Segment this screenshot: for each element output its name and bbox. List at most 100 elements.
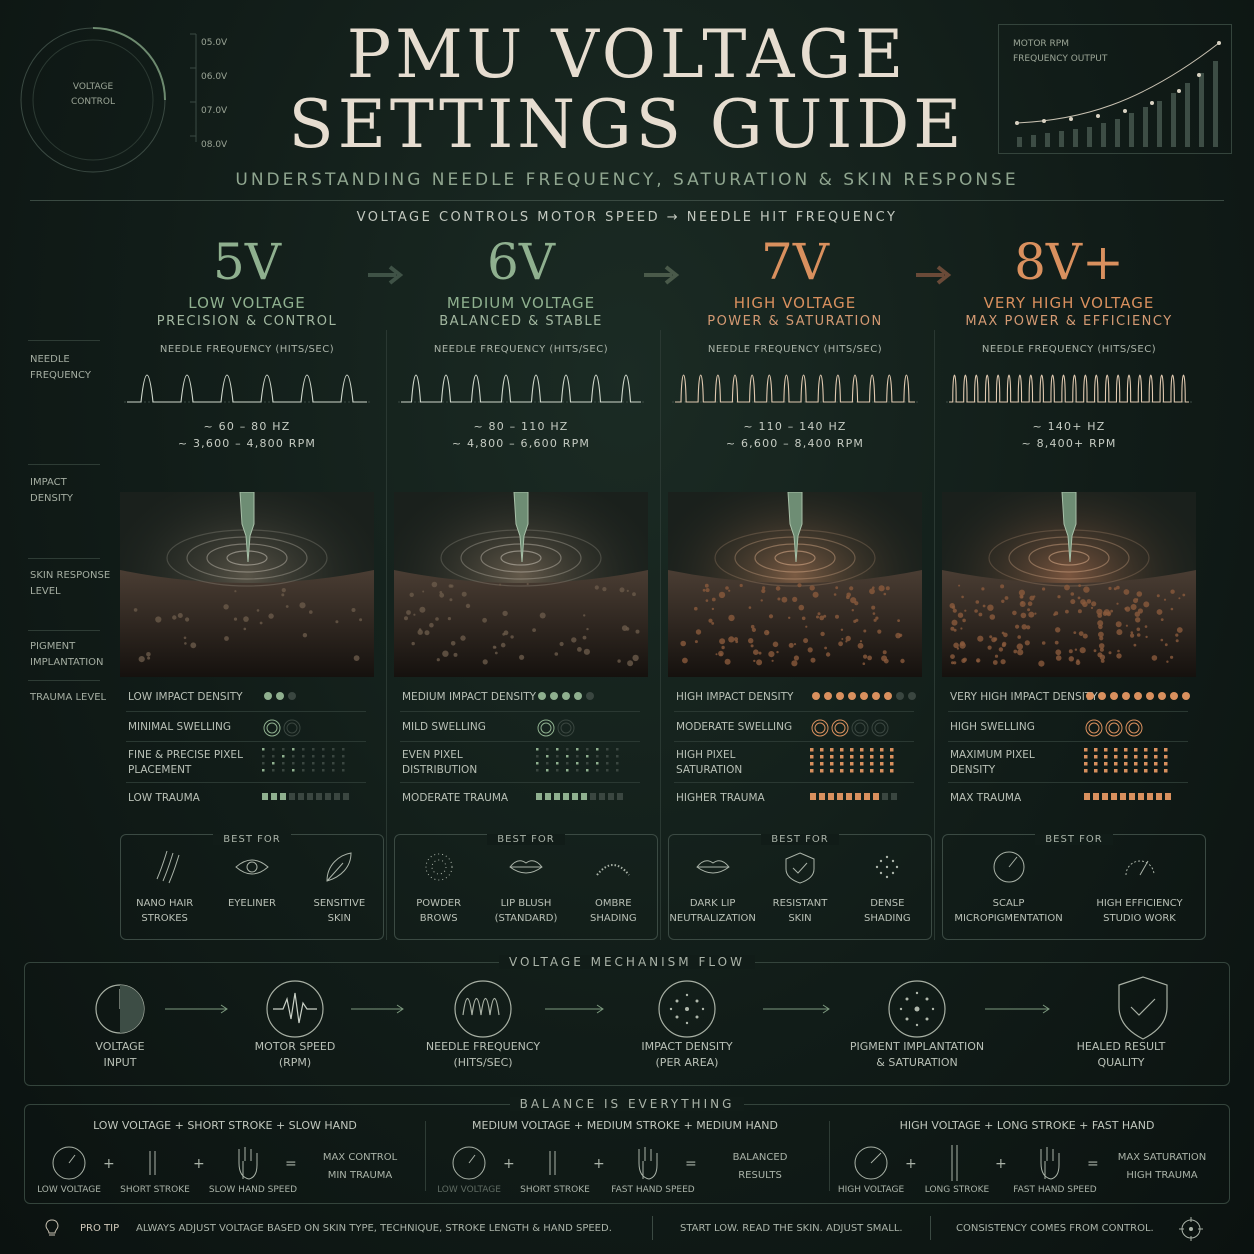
dial-scale-7: 07.0V bbox=[201, 106, 228, 116]
best-item-label: DENSE bbox=[870, 898, 905, 909]
best-item-sublabel: (STANDARD) bbox=[494, 913, 558, 924]
dial-scale-5: 05.0V bbox=[201, 38, 228, 48]
best-item-sublabel: MICROPIGMENTATION bbox=[954, 913, 1063, 924]
best-for-item: OMBRE SHADING bbox=[570, 849, 657, 926]
voltage-name: HIGH VOLTAGE bbox=[733, 294, 857, 312]
gauge-icon bbox=[52, 1146, 86, 1180]
best-item-sublabel: BROWS bbox=[419, 913, 458, 924]
best-for-item: EYELINER bbox=[208, 849, 295, 911]
attr-impact: LOW IMPACT DENSITY bbox=[126, 682, 366, 712]
best-item-label: DARK LIP bbox=[689, 898, 736, 909]
svg-text:=: = bbox=[285, 1156, 297, 1172]
hz-value: ~ 60 – 80 HZ bbox=[203, 420, 291, 433]
needle-icon bbox=[120, 492, 374, 677]
gauge-icon bbox=[854, 1146, 888, 1180]
voltage-column: 7V HIGH VOLTAGE POWER & SATURATION NEEDL… bbox=[664, 236, 932, 940]
balance-icons: + + = bbox=[52, 1146, 297, 1180]
footer-divider bbox=[930, 1216, 931, 1240]
flow-icons bbox=[95, 976, 1168, 1040]
balance-heading: LOW VOLTAGE + SHORT STROKE + SLOW HAND bbox=[93, 1119, 357, 1132]
balance-input-voltage: HIGH VOLTAGE bbox=[837, 1185, 905, 1195]
motor-wave-icon bbox=[266, 980, 324, 1038]
best-for-item: DENSE SHADING bbox=[844, 849, 931, 926]
attr-swelling: MODERATE SWELLING bbox=[674, 712, 914, 742]
best-item-sublabel: SHADING bbox=[590, 913, 637, 924]
balance-group: MEDIUM VOLTAGE + MEDIUM STROKE + MEDIUM … bbox=[435, 1115, 815, 1199]
footer-end: CONSISTENCY COMES FROM CONTROL. bbox=[956, 1223, 1154, 1234]
svg-text:+: + bbox=[103, 1156, 115, 1172]
svg-text:+: + bbox=[905, 1156, 917, 1172]
best-for-item: SCALP MICROPIGMENTATION bbox=[943, 849, 1074, 926]
voltage-column: 5V LOW VOLTAGE PRECISION & CONTROL NEEDL… bbox=[116, 233, 384, 940]
needle-skin-illustration bbox=[668, 492, 922, 677]
arrow-right-icon bbox=[368, 265, 404, 285]
feather-strokes-icon bbox=[156, 850, 180, 884]
flow-step-needle: NEEDLE FREQUENCY(HITS/SEC) bbox=[425, 1040, 541, 1069]
balance-heading: MEDIUM VOLTAGE + MEDIUM STROKE + MEDIUM … bbox=[472, 1119, 778, 1132]
voltage-name: LOW VOLTAGE bbox=[188, 294, 306, 312]
best-for-label: BEST FOR bbox=[1035, 834, 1113, 845]
pro-tip-label: PRO TIP bbox=[80, 1223, 120, 1234]
balance-icons: + + = bbox=[854, 1145, 1099, 1181]
best-item-label: NANO HAIR bbox=[136, 898, 194, 909]
attr-trauma: HIGHER TRAUMA bbox=[674, 783, 914, 812]
freq-values: ~ 110 – 140 HZ ~ 6,600 – 8,400 RPM bbox=[664, 418, 926, 452]
freq-values: ~ 60 – 80 HZ ~ 3,600 – 4,800 RPM bbox=[116, 418, 378, 452]
impact-dots-icon bbox=[262, 688, 372, 707]
voltage-value: 5V bbox=[213, 233, 281, 291]
hand-icon bbox=[638, 1147, 658, 1180]
attr-swelling: MINIMAL SWELLING bbox=[126, 712, 366, 742]
frequency-wave-icon bbox=[398, 374, 644, 403]
balance-input-stroke: SHORT STROKE bbox=[120, 1185, 190, 1195]
scalp-gauge-icon bbox=[993, 851, 1024, 883]
best-for-box: BEST FOR DARK LIP NEUTRALIZATION RESISTA… bbox=[668, 834, 932, 940]
attr-trauma: LOW TRAUMA bbox=[126, 783, 366, 812]
svg-text:+: + bbox=[995, 1156, 1007, 1172]
footer-divider bbox=[652, 1216, 653, 1240]
rpm-chart-panel: MOTOR RPM FREQUENCY OUTPUT bbox=[998, 24, 1232, 154]
balance-input-voltage: LOW VOLTAGE bbox=[37, 1185, 101, 1195]
lips-icon bbox=[695, 860, 730, 874]
best-for-item: RESISTANT SKIN bbox=[756, 849, 843, 926]
balance-title: BALANCE IS EVERYTHING bbox=[509, 1097, 745, 1111]
best-item-label: SCALP bbox=[992, 898, 1025, 909]
lips-icon bbox=[509, 860, 543, 874]
lightbulb-icon bbox=[45, 1219, 59, 1236]
attr-swelling: HIGH SWELLING bbox=[948, 712, 1188, 742]
attribute-list: MEDIUM IMPACT DENSITY MILD SWELLING EVEN… bbox=[400, 682, 640, 812]
rpm-value: ~ 4,800 – 6,600 RPM bbox=[451, 437, 591, 450]
best-for-label: BEST FOR bbox=[487, 834, 565, 845]
dial-icon bbox=[20, 27, 197, 173]
needle-icon bbox=[394, 492, 648, 677]
svg-text:=: = bbox=[1087, 1156, 1099, 1172]
voltage-value: 8V+ bbox=[1014, 233, 1124, 291]
needle-skin-illustration bbox=[942, 492, 1196, 677]
voltage-desc: BALANCED & STABLE bbox=[439, 314, 603, 329]
page-subtitle: UNDERSTANDING NEEDLE FREQUENCY, SATURATI… bbox=[235, 170, 1019, 190]
freq-label: NEEDLE FREQUENCY (HITS/SEC) bbox=[981, 344, 1157, 355]
crosshair-icon bbox=[1179, 1217, 1203, 1241]
trauma-bar-icon bbox=[1084, 789, 1194, 808]
hz-value: ~ 80 – 110 HZ bbox=[473, 420, 569, 433]
balance-divider bbox=[829, 1121, 830, 1191]
impact-dots-icon bbox=[1084, 688, 1194, 707]
best-item-label: SENSITIVE bbox=[313, 898, 366, 909]
attribute-list: VERY HIGH IMPACT DENSITY HIGH SWELLING M… bbox=[948, 682, 1190, 812]
best-for-item: LIP BLUSH (STANDARD) bbox=[482, 849, 569, 926]
rpm-value: ~ 6,600 – 8,400 RPM bbox=[725, 437, 865, 450]
best-item-label: RESISTANT bbox=[772, 898, 828, 909]
attr-trauma: MODERATE TRAUMA bbox=[400, 783, 640, 812]
powder-icon bbox=[425, 853, 453, 881]
efficiency-gauge-icon bbox=[1125, 860, 1154, 876]
needle-wave-icon bbox=[454, 980, 512, 1038]
needle-skin-illustration bbox=[120, 492, 374, 677]
attribute-list: LOW IMPACT DENSITY MINIMAL SWELLING FINE… bbox=[126, 682, 366, 812]
